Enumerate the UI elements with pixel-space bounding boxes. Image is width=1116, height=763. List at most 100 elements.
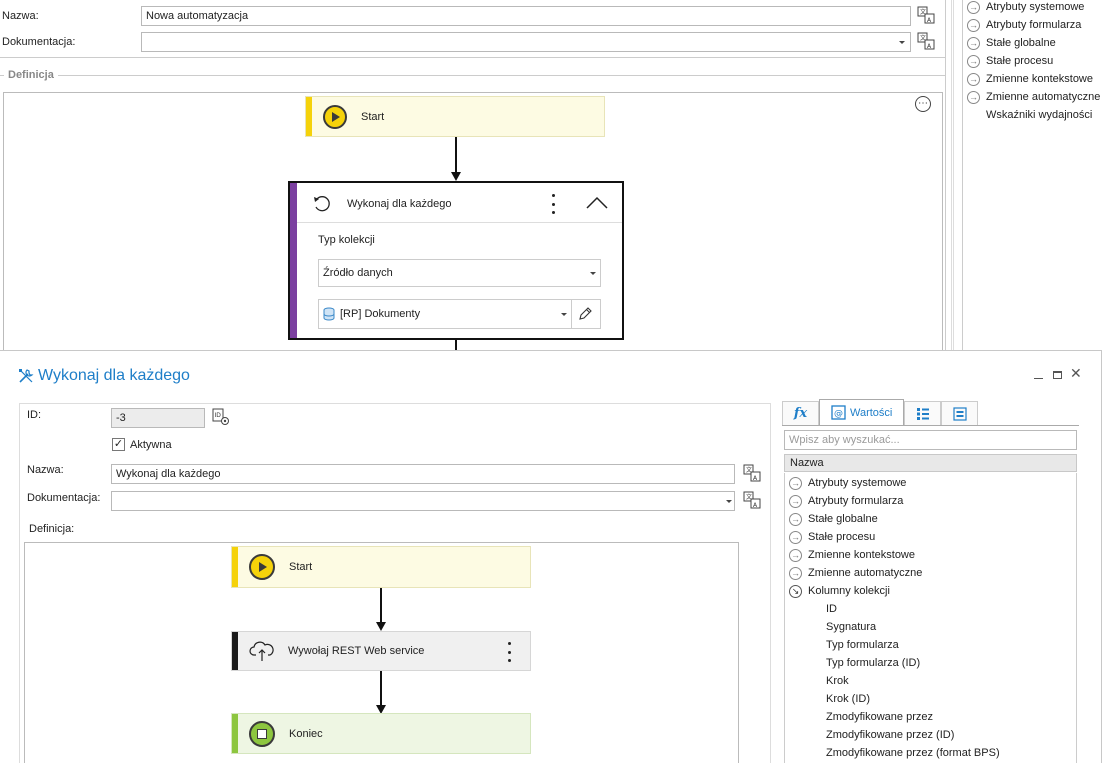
tree-item[interactable]: →Stałe procesu	[967, 54, 1054, 68]
splitter[interactable]	[951, 0, 954, 350]
translate-icon[interactable]: 文A	[917, 32, 935, 50]
tab-fx[interactable]: fx	[782, 401, 819, 425]
start-node[interactable]: Start	[231, 546, 531, 588]
source-select[interactable]: Źródło danych	[318, 259, 601, 287]
foreach-title: Wykonaj dla każdego	[347, 198, 452, 210]
flow-arrowhead	[451, 172, 461, 181]
svg-text:文: 文	[746, 466, 752, 474]
arrow-right-icon: →	[967, 18, 980, 32]
arrow-right-icon: →	[789, 512, 802, 526]
tree-child-item[interactable]: Krok (ID)	[826, 693, 870, 705]
play-icon	[323, 104, 347, 129]
node-divider	[297, 222, 622, 223]
collection-type-label: Typ kolekcji	[318, 234, 375, 246]
arrow-right-icon: →	[967, 54, 980, 68]
tree-item[interactable]: →Stałe globalne	[967, 36, 1056, 50]
tree-child-item[interactable]: Zmodyfikowane przez (format BPS)	[826, 747, 1000, 759]
tree-item-expanded[interactable]: ↘Kolumny kolekcji	[789, 582, 890, 600]
tree-item[interactable]: →Atrybuty systemowe	[789, 476, 907, 490]
minimize-button[interactable]	[1034, 371, 1043, 379]
translate-icon[interactable]: 文A	[743, 491, 761, 509]
close-button[interactable]: ✕	[1070, 365, 1082, 381]
svg-text:A: A	[927, 43, 932, 50]
arrow-right-icon: →	[967, 90, 980, 104]
datasource-select[interactable]: [RP] Dokumenty	[318, 299, 601, 329]
column-header[interactable]: Nazwa	[784, 454, 1077, 472]
definition-canvas	[3, 92, 943, 350]
tab-list[interactable]	[904, 401, 941, 425]
tree-item[interactable]: →Atrybuty systemowe	[967, 0, 1085, 14]
foreach-node[interactable]: Wykonaj dla każdego Typ kolekcji Źródło …	[288, 181, 624, 340]
active-checkbox[interactable]: ✓	[112, 438, 125, 451]
svg-text:文: 文	[920, 8, 926, 16]
node-bar	[290, 183, 297, 338]
node-bar	[232, 547, 238, 587]
top-variables-tree: →Atrybuty systemowe →Atrybuty formularza…	[967, 0, 1116, 130]
dialog-title: Wykonaj dla każdego	[38, 367, 190, 384]
node-bar	[306, 97, 312, 136]
tree-item[interactable]: →Zmienne automatyczne	[967, 90, 1101, 104]
tree-item[interactable]: →Atrybuty formularza	[789, 494, 904, 508]
search-input[interactable]: Wpisz aby wyszukać...	[784, 430, 1077, 450]
tree-item[interactable]: →Stałe procesu	[789, 530, 876, 544]
pencil-icon[interactable]	[577, 306, 593, 322]
id-settings-icon[interactable]: ID	[212, 408, 230, 426]
chevron-down-icon	[590, 272, 596, 275]
tab-values[interactable]: @ Wartości	[819, 399, 904, 425]
arrow-down-right-icon: ↘	[789, 584, 802, 598]
svg-text:ID: ID	[215, 412, 222, 419]
chevron-down-icon	[899, 41, 905, 44]
tree-item[interactable]: →Atrybuty formularza	[967, 18, 1082, 32]
translate-icon[interactable]: 文A	[743, 464, 761, 482]
doc-field[interactable]	[141, 32, 911, 52]
definition-label: Definicja	[4, 69, 58, 81]
tab-underline	[782, 425, 1079, 426]
svg-text:文: 文	[746, 493, 752, 501]
id-label: ID:	[27, 409, 42, 421]
values-icon: @	[831, 405, 846, 420]
arrow-right-icon: →	[789, 548, 802, 562]
flow-connector	[455, 340, 457, 350]
more-options-icon[interactable]: ⋯	[915, 96, 931, 112]
tree-child-item[interactable]: Typ formularza	[826, 639, 899, 651]
tree-item[interactable]: →Stałe globalne	[789, 512, 878, 526]
doc-label: Dokumentacja:	[27, 492, 101, 504]
end-node[interactable]: Koniec	[231, 713, 531, 754]
doc-field[interactable]	[111, 491, 735, 511]
tree-child-item[interactable]: Zmodyfikowane przez	[826, 711, 933, 723]
tree-child-item[interactable]: Zmodyfikowane przez (ID)	[826, 729, 955, 741]
tree-item[interactable]: →Zmienne kontekstowe	[967, 72, 1093, 86]
flow-connector	[380, 588, 382, 624]
function-icon: fx	[793, 406, 808, 421]
rest-webservice-node[interactable]: Wywołaj REST Web service	[231, 631, 531, 671]
maximize-button[interactable]	[1053, 371, 1062, 379]
divider	[571, 300, 572, 328]
start-node[interactable]: Start	[305, 96, 605, 137]
kebab-menu-icon[interactable]	[506, 642, 512, 662]
arrow-right-icon: →	[967, 36, 980, 50]
tree-item[interactable]: →Zmienne automatyczne	[789, 566, 923, 580]
translate-icon[interactable]: 文A	[917, 6, 935, 24]
tree-child-item[interactable]: ID	[826, 603, 837, 615]
kebab-menu-icon[interactable]	[550, 194, 556, 214]
name-field[interactable]: Wykonaj dla każdego	[111, 464, 735, 484]
chevron-up-icon[interactable]	[586, 196, 608, 210]
tree-child-item[interactable]: Typ formularza (ID)	[826, 657, 921, 669]
svg-text:A: A	[753, 475, 758, 482]
name-label: Nazwa:	[2, 10, 39, 22]
tree-item[interactable]: →Zmienne kontekstowe	[789, 548, 915, 562]
name-field[interactable]: Nowa automatyzacja	[141, 6, 911, 26]
stop-icon	[249, 720, 275, 747]
values-panel: fx @ Wartości Wpisz aby wyszukać...	[782, 399, 1079, 763]
arrow-right-icon: →	[789, 476, 802, 490]
flow-connector	[380, 671, 382, 707]
datasource-value: [RP] Dokumenty	[340, 308, 421, 320]
start-label: Start	[289, 561, 313, 573]
flow-arrowhead	[376, 705, 386, 714]
tree-child-item[interactable]: Krok	[826, 675, 849, 687]
tree-child-item[interactable]: Sygnatura	[826, 621, 877, 633]
tab-form[interactable]	[941, 401, 978, 425]
svg-text:文: 文	[920, 34, 926, 42]
tree-item[interactable]: Wskaźniki wydajności	[986, 109, 1093, 121]
arrow-right-icon: →	[789, 494, 802, 508]
